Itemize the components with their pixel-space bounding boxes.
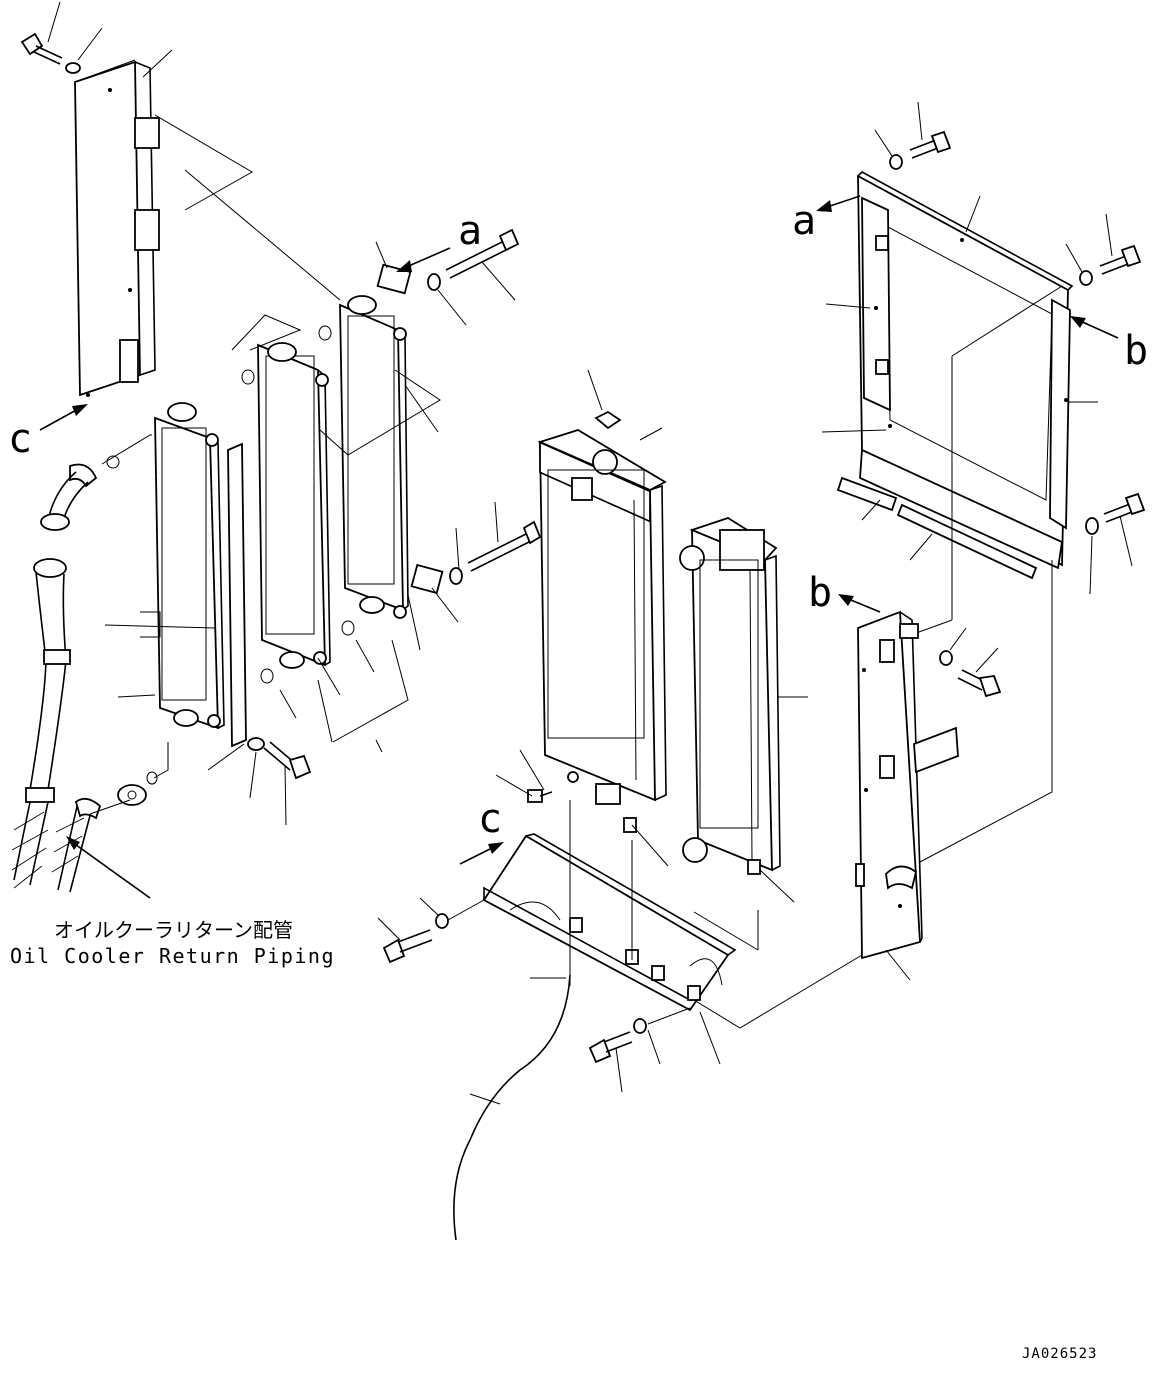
aftercooler: [679, 517, 781, 872]
clip-bracket: [899, 623, 919, 639]
drain-cap: [747, 859, 761, 875]
view-ref-c-left: c: [8, 416, 32, 462]
oil-cooler-core-rear: [339, 295, 409, 619]
radiator-cap-gasket: [594, 410, 622, 430]
left-side-panel: [74, 59, 160, 397]
oil-cooler-return-piping: [11, 463, 147, 893]
washer: [1085, 517, 1099, 535]
o-ring: [260, 668, 274, 684]
bolt-tray-bottom: [588, 1031, 633, 1064]
long-bolt-lower: [467, 520, 542, 572]
o-ring: [341, 620, 355, 636]
sensor-wire: [453, 974, 571, 1241]
seal-sponge: [836, 476, 1038, 580]
view-ref-a-right: a: [792, 198, 816, 244]
view-ref-b-bottom: b: [808, 570, 832, 616]
view-ref-b-right: b: [1124, 328, 1148, 374]
washer-top-left: [65, 62, 81, 74]
o-ring: [106, 455, 120, 469]
bolt-frame-right: [1099, 244, 1142, 275]
radiator-guard-frame: [857, 171, 1074, 570]
oil-cooler-core-front: [154, 402, 225, 730]
o-ring: [146, 771, 158, 785]
bolt: [263, 741, 312, 780]
bolt-top-left: [20, 32, 63, 65]
radiator: [537, 429, 667, 805]
bolt-right-panel: [957, 669, 1002, 698]
right-side-panel: [855, 610, 959, 960]
washer: [427, 273, 441, 291]
bolt-frame-lower: [1103, 492, 1146, 523]
oil-cooler-core-middle: [257, 342, 331, 669]
radiator-support-tray: [482, 833, 737, 1012]
mounting-bracket: [410, 563, 444, 595]
o-ring: [241, 369, 255, 385]
long-bolt-upper: [445, 228, 520, 279]
washer: [633, 1018, 647, 1034]
drawing-number: JA026523: [1022, 1346, 1097, 1362]
drain-valve: [527, 789, 553, 803]
bolt-tray-left: [382, 929, 433, 964]
view-ref-a-top: a: [458, 208, 482, 254]
washer: [889, 154, 903, 170]
washer: [1079, 270, 1093, 286]
o-ring: [318, 325, 332, 341]
caption-english: Oil Cooler Return Piping: [10, 944, 335, 968]
caption-japanese: オイルクーラリターン配管: [54, 918, 293, 942]
washer: [939, 650, 953, 666]
view-ref-c-center: c: [478, 796, 502, 842]
bolt-frame-top: [909, 130, 952, 159]
drain-cap: [623, 817, 637, 833]
washer: [435, 913, 449, 929]
washer: [247, 737, 265, 751]
seal-strip: [227, 442, 247, 748]
washer: [449, 567, 463, 585]
